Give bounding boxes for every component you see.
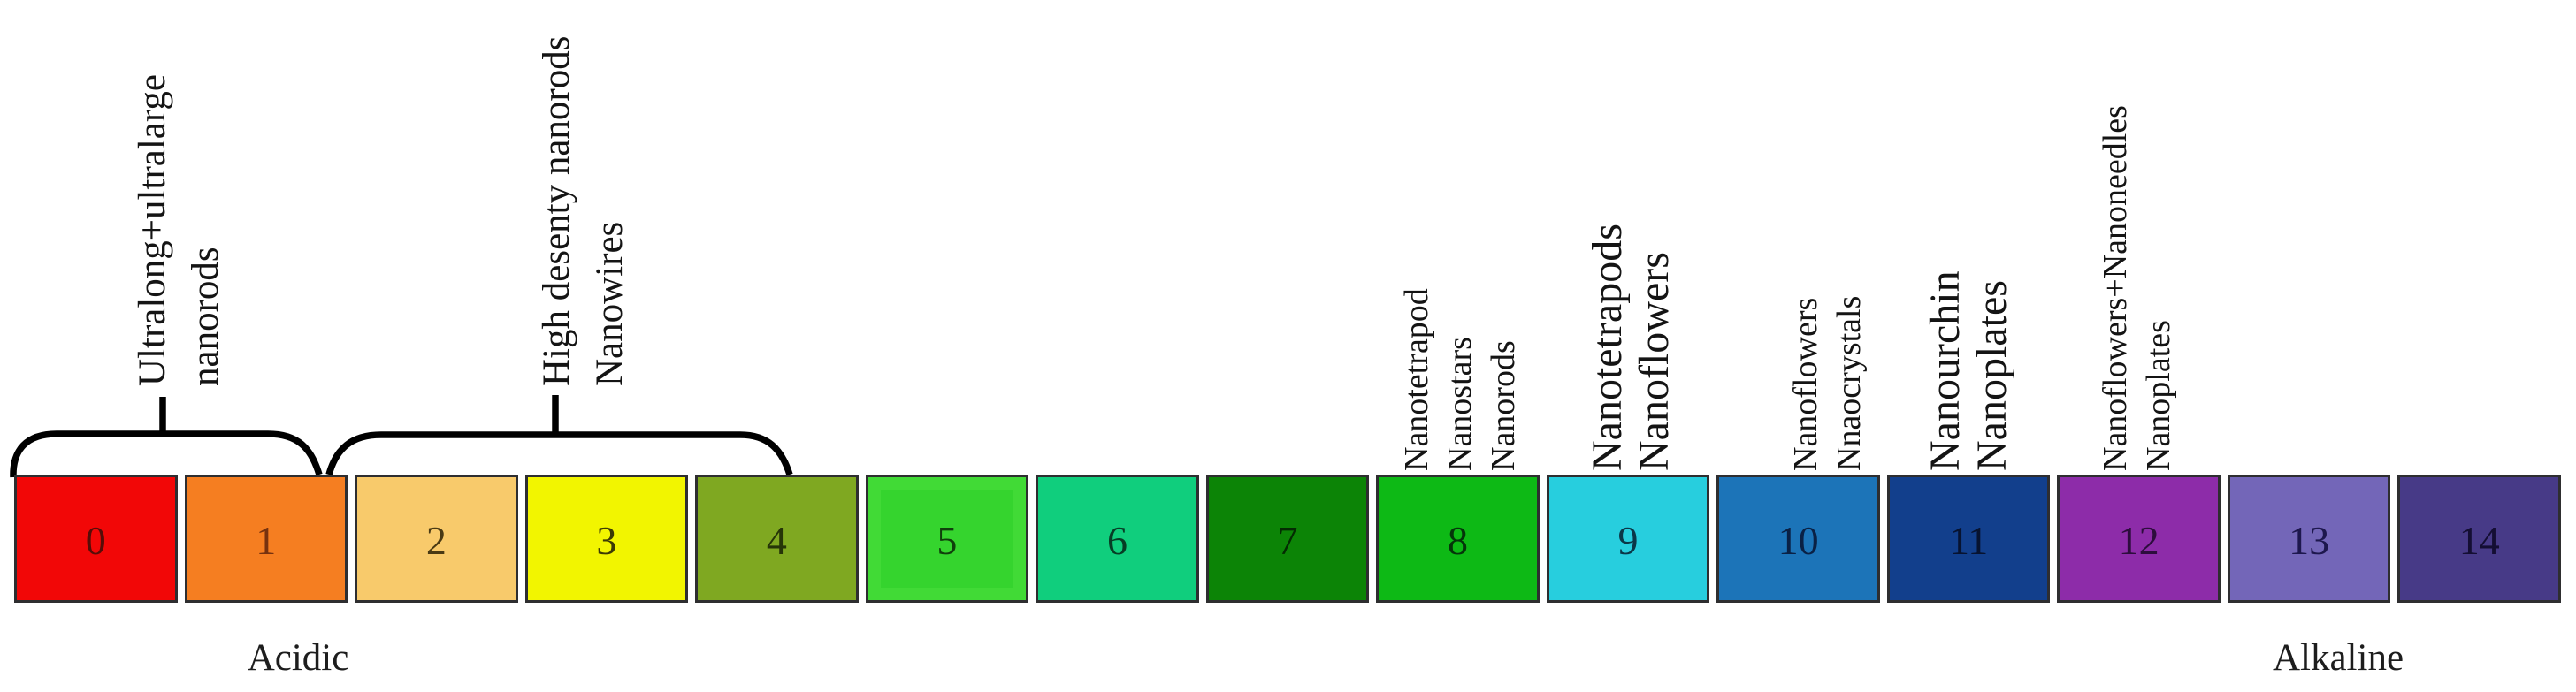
ph-box-number: 11 — [1948, 517, 1989, 563]
brace-ph-2-4 — [325, 431, 793, 476]
ph-box-number: 14 — [2458, 517, 2500, 563]
ph-scale-strip: 0 1 2 3 4 5 6 7 8 9 10 11 12 13 14 — [14, 475, 2561, 603]
annotation-line: Nanoflowers — [1787, 297, 1824, 471]
ph-box-11: 11 — [1886, 475, 2051, 603]
ph-box-number: 8 — [1448, 517, 1469, 563]
ph-box-3: 3 — [524, 475, 689, 603]
ph-box-number: 10 — [1777, 517, 1819, 563]
annotation-ph-11: Nanourchin Nanoplates — [1922, 270, 2015, 471]
annotation-line: Nanostars — [1441, 337, 1479, 471]
ph-box-6: 6 — [1036, 475, 1199, 603]
ph-box-1: 1 — [184, 475, 348, 603]
ph-box-number: 9 — [1617, 517, 1639, 563]
ph-box-number: 12 — [2118, 517, 2159, 563]
ph-box-0: 0 — [14, 475, 178, 603]
annotation-line: Nanowires — [589, 221, 631, 386]
annotation-line: Nanoflowers — [1631, 252, 1678, 471]
annotation-ph-10: Nanoflowers Nnaocrystals — [1785, 296, 1871, 471]
annotation-ph-9: Nanotetrapods Nanoflowers — [1584, 224, 1678, 471]
ph-box-number: 0 — [85, 517, 106, 563]
annotation-line: Nanoplates — [1968, 280, 2015, 471]
ph-box-number: 1 — [256, 517, 277, 563]
ph-box-2: 2 — [355, 475, 518, 603]
ph-box-4: 4 — [695, 475, 859, 603]
annotation-line: Nanotetrapods — [1584, 224, 1631, 471]
annotation-ph-12: Nanoflowers+Nanoneedles Nanoplates — [2094, 105, 2181, 471]
annotation-line: Nanoflowers+Nanoneedles — [2097, 105, 2134, 471]
annotation-line: Nanourchin — [1922, 270, 1968, 471]
annotation-ph-2-4: High desenty nanorods Nanowires — [531, 36, 637, 387]
ph-box-9: 9 — [1546, 475, 1710, 603]
annotation-line: nanorods — [185, 247, 226, 386]
annotation-line: Nnaocrystals — [1831, 295, 1868, 471]
annotation-line: Nanoplates — [2140, 320, 2177, 471]
ph-box-number: 4 — [766, 517, 787, 563]
brace-ph-0-1 — [10, 430, 323, 478]
ph-box-13: 13 — [2227, 475, 2391, 603]
ph-box-number: 13 — [2289, 517, 2330, 563]
ph-box-number: 6 — [1106, 517, 1127, 563]
annotation-line: Ultralong+ultralarge — [132, 73, 173, 386]
annotation-line: Nanotetrapod — [1398, 288, 1435, 471]
ph-box-number: 3 — [596, 517, 617, 563]
ph-box-number: 5 — [936, 517, 958, 563]
ph-box-7: 7 — [1205, 475, 1370, 603]
annotation-ph-0-1: Ultralong+ultralarge nanorods — [126, 74, 233, 386]
ph-box-number: 2 — [425, 517, 447, 563]
acidic-label: Acidic — [247, 637, 349, 679]
ph-box-number: 7 — [1277, 517, 1298, 563]
ph-box-14: 14 — [2397, 475, 2561, 603]
ph-box-8: 8 — [1376, 475, 1540, 603]
ph-box-5: 5 — [865, 475, 1029, 603]
annotation-ph-8: Nanotetrapod Nanostars Nanorods — [1395, 288, 1525, 471]
alkaline-label: Alkaline — [2272, 637, 2404, 679]
ph-box-12: 12 — [2057, 475, 2221, 603]
ph-box-10: 10 — [1716, 475, 1880, 603]
annotation-line: Nanorods — [1485, 340, 1522, 471]
annotation-line: High desenty nanorods — [536, 35, 577, 387]
